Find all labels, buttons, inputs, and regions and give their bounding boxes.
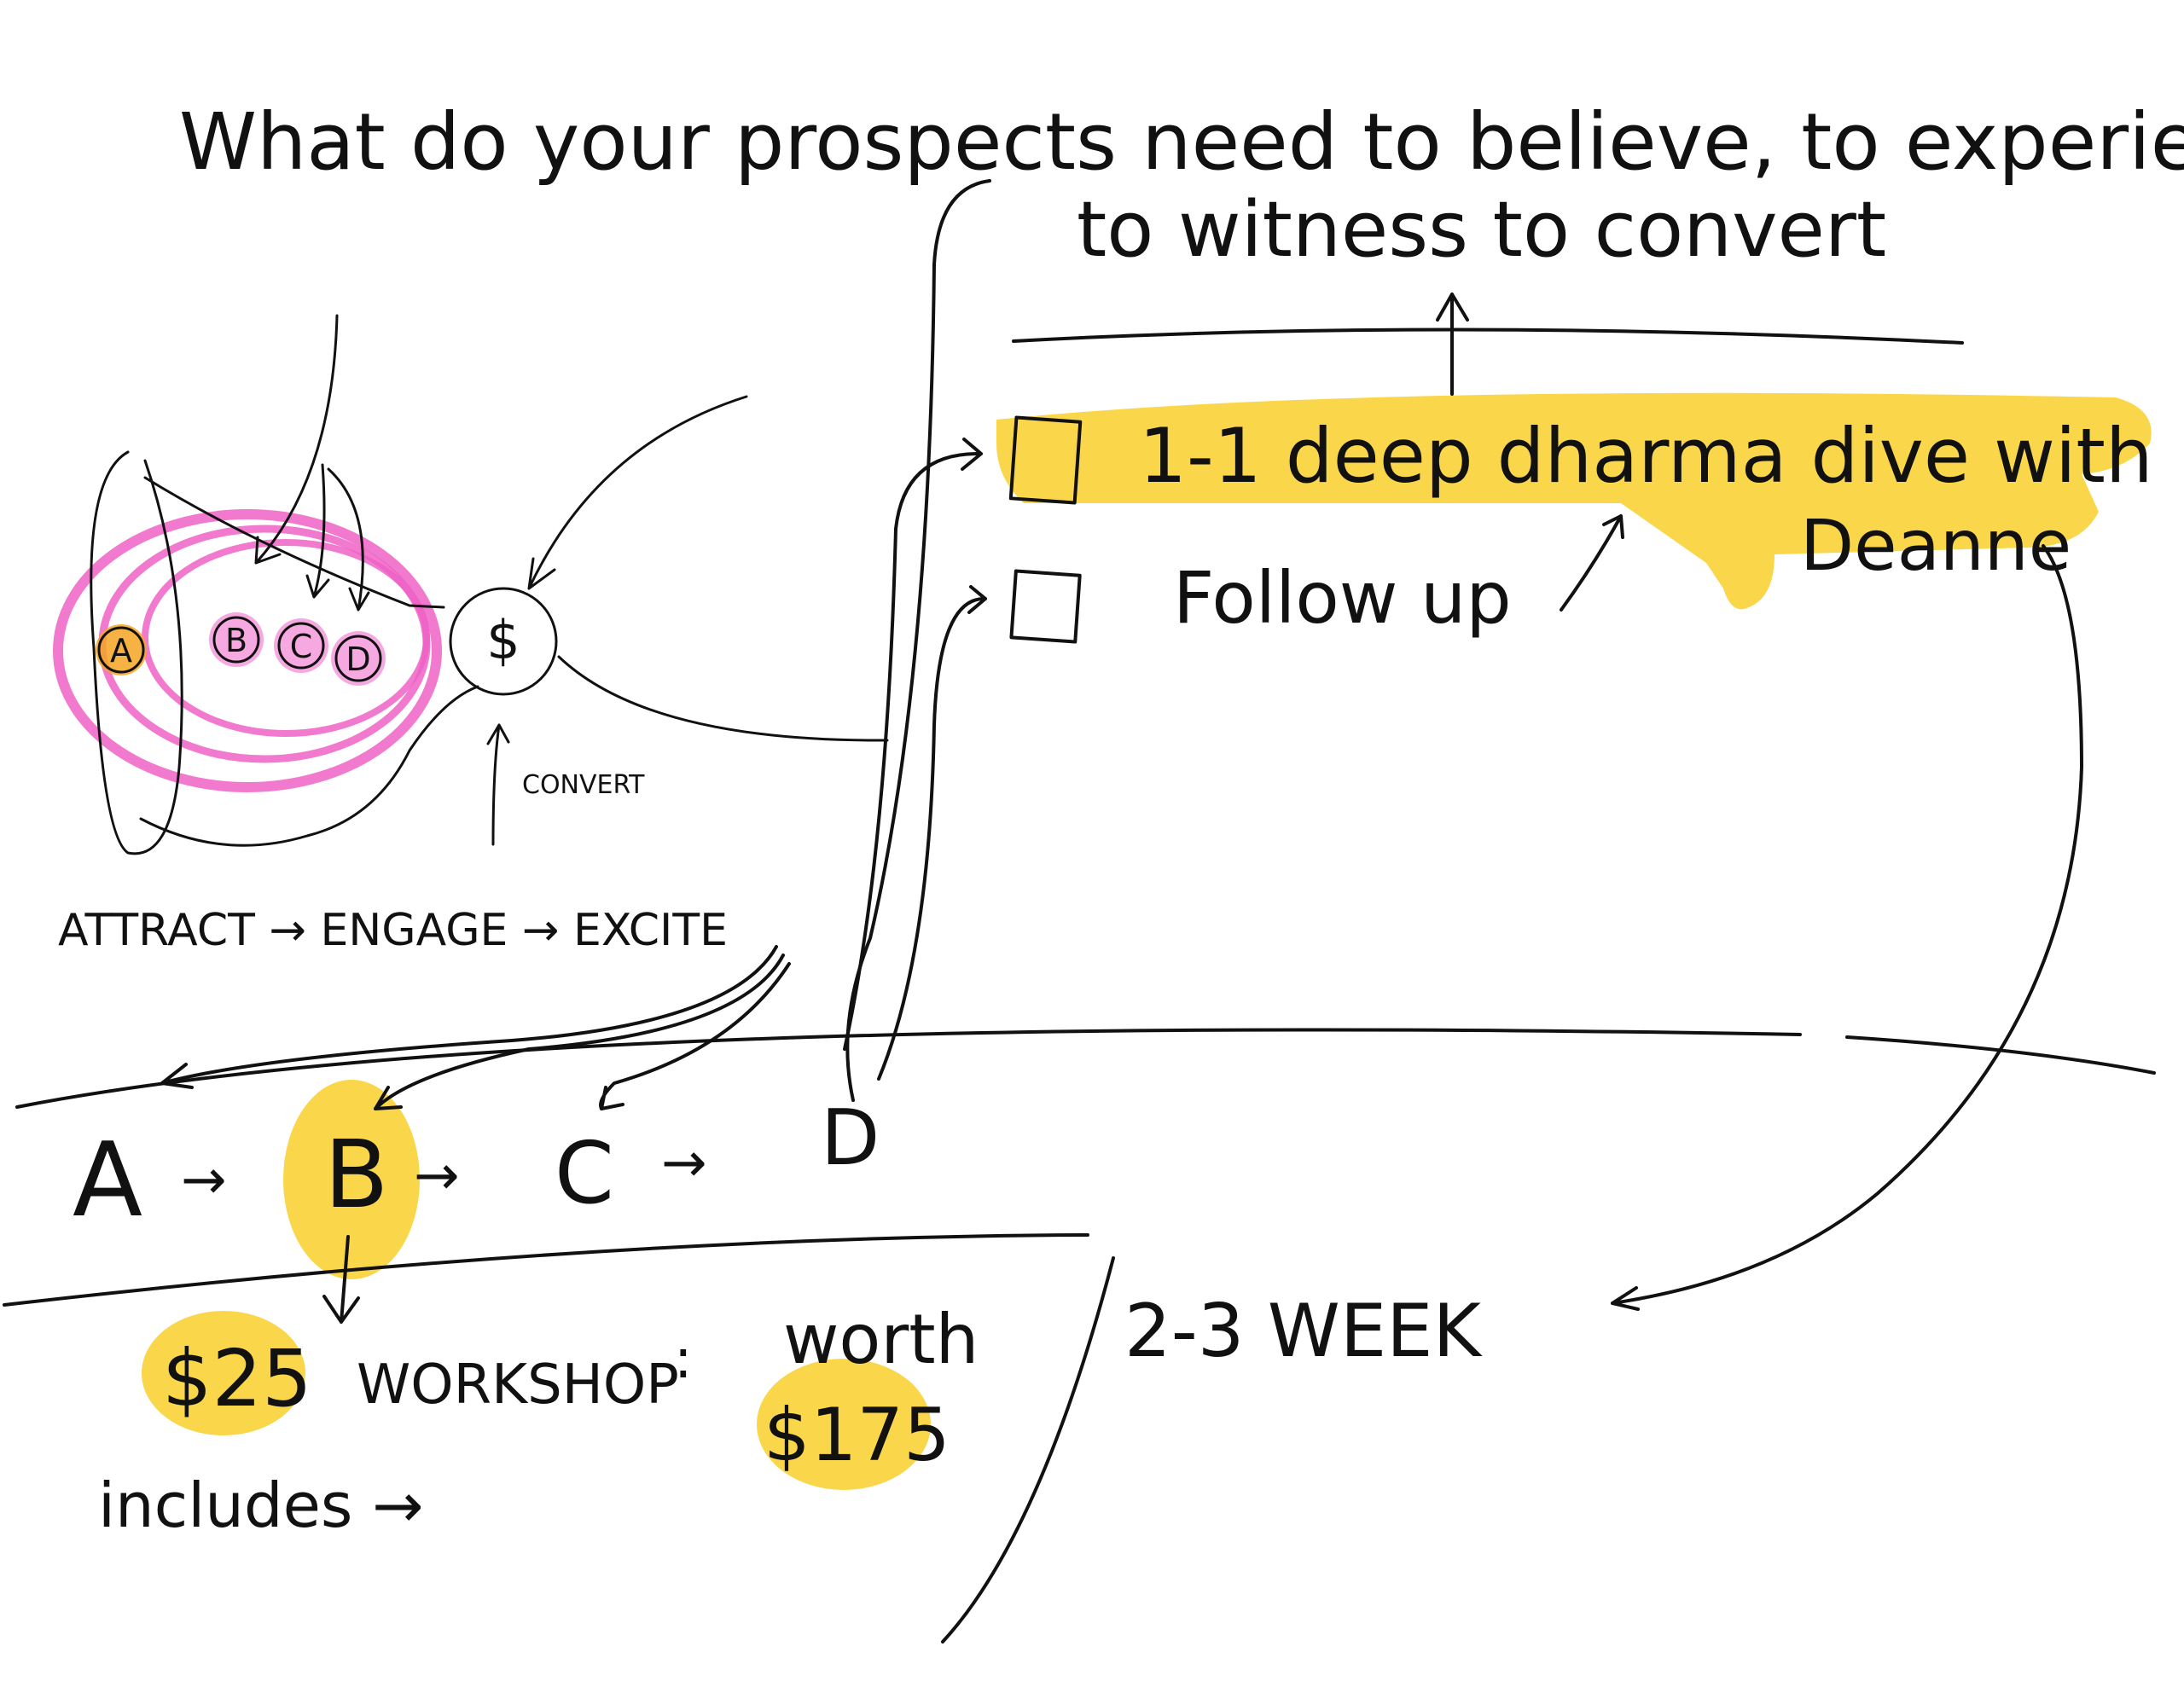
node-a-label: A: [110, 632, 132, 670]
sequence: A → B → C → D: [73, 1093, 880, 1324]
connectors: [160, 179, 2083, 1311]
sequence-arrow-ab: →: [181, 1149, 227, 1212]
arrow-to-item-1: [843, 438, 983, 1051]
heading-line-2: to witness to convert: [1077, 185, 1886, 275]
worth-value-highlight: [757, 1359, 931, 1490]
offer-worth-value: $175: [764, 1393, 950, 1478]
heading-bracket: [845, 179, 991, 1102]
arrow-to-deanne: [1560, 514, 1624, 612]
rule-above-sequence: [15, 1028, 1802, 1109]
node-c-outline: [277, 622, 325, 670]
offer-duration: 2-3 WEEK: [1124, 1289, 1484, 1374]
checklist-item-1-continuation: Deanne: [1800, 506, 2071, 587]
dollar-circle: [449, 587, 558, 696]
offer-includes: includes →: [98, 1470, 424, 1541]
node-d-label: D: [346, 641, 370, 678]
divider-diagonal: [941, 1256, 1115, 1644]
funnel-stages: ATTRACT → ENGAGE → EXCITE: [58, 905, 728, 956]
offer-worth-label: worth: [783, 1300, 979, 1379]
arrow-up-to-heading: [1436, 293, 1469, 396]
node-c-label: C: [290, 628, 313, 665]
node-b-label: B: [225, 622, 247, 659]
highlights: [142, 392, 2152, 1490]
checklist-item-2-label: Follow up: [1173, 556, 1512, 640]
offer-colon: :: [674, 1328, 693, 1391]
funnel-outline-top: [143, 476, 445, 609]
arrow-into-b: [254, 314, 339, 565]
checklist: 1-1 deep dharma dive with Deanne Follow …: [1008, 412, 2153, 644]
arrow-to-duration: [1611, 544, 2083, 1311]
sequence-arrow-cd: →: [661, 1132, 707, 1195]
rule-above-sequence-right: [1845, 1035, 2156, 1075]
dollar-sign: $: [486, 609, 520, 671]
checklist-item-1-label: 1-1 deep dharma dive with: [1139, 412, 2153, 500]
checklist-item-2-checkbox[interactable]: [1009, 569, 1082, 644]
arrow-into-c: [305, 463, 330, 599]
funnel-outline-bottom: [139, 685, 479, 847]
sequence-d: D: [821, 1093, 880, 1183]
arrow-to-item-2: [877, 585, 987, 1081]
funnel-loop-outer: [53, 509, 442, 792]
rule-below-sequence: [3, 1233, 1089, 1307]
rule-under-heading: [1012, 328, 1964, 345]
sequence-c: C: [555, 1123, 614, 1223]
node-b-fill: [209, 612, 264, 667]
node-c-fill: [274, 618, 328, 673]
offer-name: WORKSHOP: [357, 1354, 679, 1417]
funnel-outline-left: [90, 450, 183, 855]
checklist-item-1-highlight: [996, 392, 2152, 610]
node-d-fill: [331, 631, 386, 686]
sequence-a: A: [73, 1122, 142, 1240]
arrow-into-d: [327, 467, 370, 612]
node-a-outline: [97, 626, 145, 674]
checklist-item-1-checkbox[interactable]: [1008, 415, 1083, 505]
convert-arrow: [486, 723, 510, 846]
sequence-b: B: [324, 1120, 388, 1229]
arrow-b-down: [322, 1235, 360, 1324]
dollar-to-checklist-line: [557, 655, 889, 742]
rules: [3, 328, 2156, 1644]
node-d-outline: [334, 635, 382, 682]
node-a-fill: [96, 624, 147, 675]
heading-line-1: What do your prospects need to believe, …: [179, 96, 2184, 188]
offer-price: $25: [162, 1333, 312, 1424]
sequence-arrow-bc: →: [414, 1145, 460, 1208]
funnel-sketch: A B C D $ CONVERT ATTRACT → ENGAGE → EXC…: [53, 314, 889, 956]
step-b-highlight: [283, 1080, 420, 1279]
offer: $25 WORKSHOP : worth $175 includes → 2-3…: [98, 1289, 1484, 1541]
node-b-outline: [212, 616, 260, 664]
arrow-to-c: [599, 962, 791, 1110]
convert-label: CONVERT: [522, 770, 645, 800]
arrow-to-a: [160, 945, 778, 1089]
price-highlight: [142, 1311, 305, 1435]
funnel-loop-inner: [142, 539, 430, 737]
arrow-into-dollar: [527, 395, 748, 590]
